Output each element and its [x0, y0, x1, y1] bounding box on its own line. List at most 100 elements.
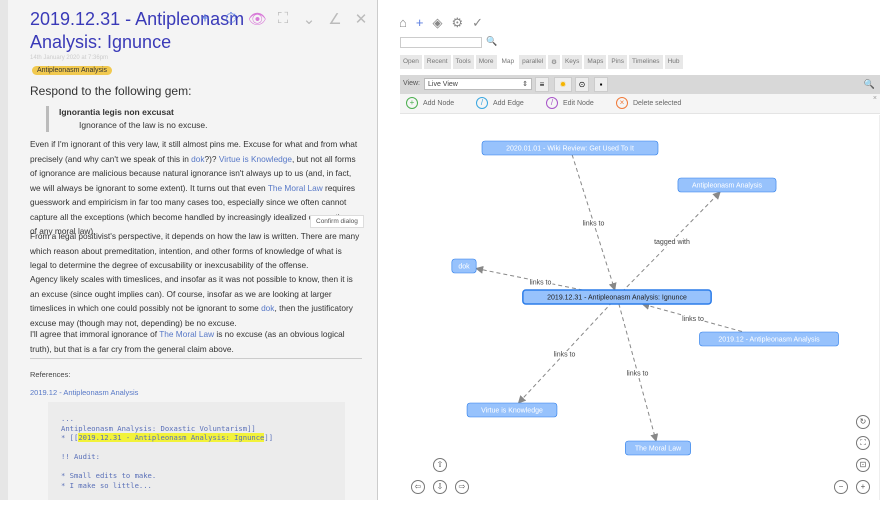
graph-node[interactable]: The Moral Law: [625, 440, 691, 456]
paragraph: From a legal positivist's perspective, i…: [30, 229, 360, 273]
code-line: Antipleonasm Analysis: Doxastic Voluntar…: [61, 423, 256, 433]
node-box[interactable]: [677, 177, 777, 193]
node-box[interactable]: [481, 140, 659, 156]
graph-edge[interactable]: links to: [517, 296, 618, 404]
add-node-button[interactable]: +Add Node: [406, 97, 454, 109]
wiki-link[interactable]: dok: [191, 153, 205, 164]
paragraph: Even if I'm ignorant of this very law, i…: [30, 137, 360, 239]
tab-map[interactable]: Map: [498, 55, 518, 69]
tab-keys[interactable]: Keys: [561, 55, 583, 69]
zoom-out-icon[interactable]: −: [834, 480, 848, 494]
fit-icon[interactable]: ⛶: [856, 436, 870, 450]
eye-icon[interactable]: 👁: [248, 11, 268, 28]
graph-node[interactable]: 2019.12.31 - Antipleonasm Analysis: Ignu…: [522, 289, 712, 305]
node-label: 2020.01.01 - Wiki Review: Get Used To It: [506, 146, 634, 153]
tab-pins[interactable]: Pins: [608, 55, 627, 69]
search-input[interactable]: [400, 37, 482, 48]
node-box[interactable]: [522, 289, 712, 305]
edge-label: links to: [583, 221, 605, 228]
action-label: Add Edge: [493, 99, 524, 107]
wiki-link[interactable]: dok: [261, 303, 275, 313]
search-icon[interactable]: 🔍: [486, 36, 498, 46]
wiki-link[interactable]: The Moral Law: [267, 182, 323, 193]
zoom-in-icon[interactable]: +: [856, 480, 870, 494]
stop-icon[interactable]: ▪: [594, 77, 608, 92]
add-node-icon: +: [406, 97, 418, 109]
graph-node[interactable]: 2020.01.01 - Wiki Review: Get Used To It: [481, 140, 659, 156]
sun-icon[interactable]: ✹: [554, 77, 572, 92]
node-box[interactable]: [466, 402, 558, 418]
text: ?)?: [204, 153, 219, 164]
node-box[interactable]: [451, 258, 477, 274]
home-icon[interactable]: ⌂: [399, 15, 407, 30]
edge-line[interactable]: [616, 296, 659, 442]
sidebar-toolbar: ⌂ + ◈ ⚙ ✓: [399, 15, 483, 31]
edit-icon[interactable]: ∠: [328, 11, 342, 28]
delete-selected-icon: ×: [616, 97, 628, 109]
delete-selected-button[interactable]: ×Delete selected: [616, 97, 681, 109]
text: I'll agree that immoral ignorance of: [30, 329, 160, 339]
check-circle-icon[interactable]: ✓: [472, 15, 484, 30]
tab-open[interactable]: Open: [400, 55, 422, 69]
pan-down-icon[interactable]: ⇩: [433, 480, 447, 494]
view-select[interactable]: Live View⇕: [424, 78, 532, 90]
tag-icon[interactable]: ◈: [432, 15, 443, 30]
graph-edge[interactable]: tagged with: [616, 191, 721, 298]
tab-parallel[interactable]: parallel: [519, 55, 547, 69]
graph-node[interactable]: dok: [451, 258, 477, 274]
edge-line[interactable]: [517, 296, 618, 404]
pan-up-icon[interactable]: ⇧: [433, 458, 447, 472]
list-icon[interactable]: ≡: [535, 77, 549, 92]
tab-recent[interactable]: Recent: [423, 55, 451, 69]
edit-node-button[interactable]: / Edit Node: [546, 97, 594, 109]
edge-line[interactable]: [616, 191, 721, 298]
target-icon[interactable]: ⊙: [575, 77, 589, 92]
plus-icon[interactable]: +: [415, 15, 424, 30]
fullscreen-icon[interactable]: ⛶: [277, 10, 289, 27]
tab-timelines[interactable]: Timelines: [628, 55, 663, 69]
plus-icon[interactable]: +: [200, 10, 210, 27]
edge-label: links to: [554, 352, 576, 359]
action-label: Edit Node: [563, 99, 594, 107]
edge-label: links to: [682, 316, 704, 323]
note-panel: 2019.12.31 - Antipleonasm Analysis: Ignu…: [0, 0, 378, 500]
edit-node-icon: /: [546, 97, 558, 109]
graph-node[interactable]: Antipleonasm Analysis: [677, 177, 777, 193]
tab-tools[interactable]: Tools: [452, 55, 474, 69]
code-line: * [[2019.12.31 - Antipleonasm Analysis: …: [61, 433, 273, 442]
node-box[interactable]: [625, 440, 691, 456]
tab-settings[interactable]: ⚙: [548, 55, 560, 69]
close-icon[interactable]: ×: [872, 95, 877, 102]
reference-link[interactable]: 2019.12 - Antipleonasm Analysis: [30, 388, 139, 397]
frame-icon[interactable]: ⊡: [856, 458, 870, 472]
tag-badge[interactable]: Antipleonasm Analysis: [32, 66, 113, 75]
tab-hub[interactable]: Hub: [664, 55, 683, 69]
code-line: * Small edits to make.: [61, 471, 157, 480]
pan-right-icon[interactable]: ⇨: [455, 480, 469, 494]
chevron-down-icon[interactable]: ⌄: [302, 11, 316, 28]
graph-edge[interactable]: links to: [569, 147, 617, 291]
map-view-bar: View: Live View⇕ ≡ ✹ ⊙ ▪ 🔍: [400, 75, 880, 94]
text: requires guesswork and empiricism in far…: [30, 182, 355, 237]
close-icon[interactable]: ✕: [354, 11, 368, 28]
graph-node[interactable]: Virtue is Knowledge: [466, 402, 558, 418]
edge-line[interactable]: [569, 147, 617, 291]
wiki-link[interactable]: The Moral Law: [159, 329, 215, 339]
gear-icon[interactable]: ⚙: [451, 15, 464, 30]
node-label: dok: [458, 264, 470, 271]
zoom-icon[interactable]: 🔍: [863, 79, 875, 89]
graph-edge[interactable]: links to: [616, 296, 659, 442]
add-edge-button[interactable]: /Add Edge: [476, 97, 524, 109]
tab-more[interactable]: More: [475, 55, 497, 69]
wiki-link[interactable]: Virtue is Knowledge: [218, 153, 293, 164]
timer-icon[interactable]: ⏱: [225, 10, 237, 27]
tab-maps[interactable]: Maps: [584, 55, 607, 69]
graph-node[interactable]: 2019.12 - Antipleonasm Analysis: [699, 331, 839, 347]
node-box[interactable]: [699, 331, 839, 347]
pan-left-icon[interactable]: ⇦: [411, 480, 425, 494]
text: From a legal positivist's perspective, i…: [30, 231, 360, 270]
rotate-icon[interactable]: ↻: [856, 415, 870, 429]
code-line: !! Audit:: [61, 452, 100, 461]
